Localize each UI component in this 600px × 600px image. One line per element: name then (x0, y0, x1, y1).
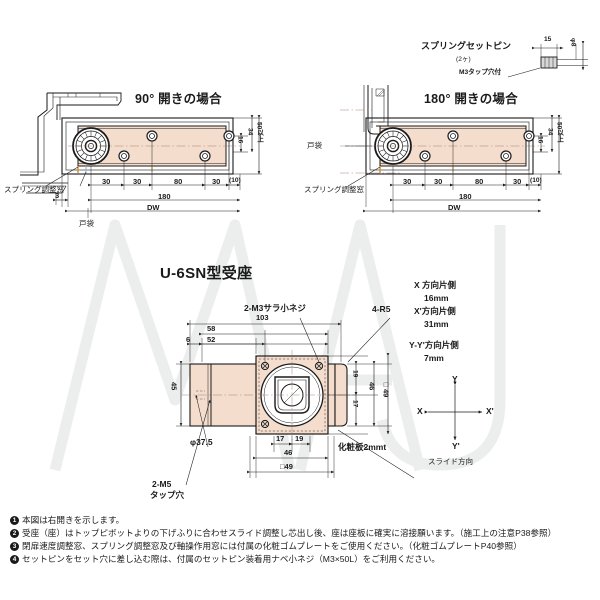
left-view-geometry (20, 92, 262, 218)
receiver-bdim-46: 46 (284, 448, 293, 457)
dir-line-1-label: X 方向片側 (414, 280, 457, 290)
note-text: 閉扉速度調整窓、スプリング調整窓及び軸操作用窓には付属の化粧ゴムプレートをご使用… (22, 541, 522, 552)
pin-tap-note: M3タップ穴付 (459, 69, 502, 76)
right-dw-label: DW (448, 203, 461, 212)
note-bullet-icon: 3 (10, 541, 19, 551)
receiver-title: U-6SN型受座 (160, 265, 253, 282)
left-vdim-16: 16 (236, 136, 244, 144)
right-vdim-16: 16 (536, 136, 544, 144)
left-dim-4: 30 (212, 177, 221, 186)
axis-xprime-label: X' (486, 406, 494, 416)
left-dim-3: 80 (174, 177, 183, 186)
note-text: セットピンをセット穴に差し込む際は、付属のセットピン装着用ナベ小ネジ（M3×50… (22, 554, 441, 565)
dir-line-3-value: 7mm (424, 353, 444, 363)
left-spring-window-label: スプリング調整窓 (4, 185, 64, 194)
dir-line-1-value: 16mm (424, 293, 449, 303)
left-vdim-50: 50以上 (255, 122, 263, 143)
axis-yprime-label: Y' (452, 441, 460, 451)
pin-length-dim: 15 (544, 36, 552, 43)
left-dim-5: (10) (229, 177, 241, 184)
left-view-title: 90° 開きの場合 (135, 92, 222, 106)
receiver-bore-callout: φ37.5 (190, 437, 213, 447)
right-overall-dim: 180 (459, 192, 472, 201)
receiver-bdim-49: □49 (280, 462, 293, 471)
receiver-rdim-17: 17 (351, 400, 359, 408)
left-mount-holes (118, 130, 235, 162)
receiver-dim-103: 103 (256, 313, 269, 322)
right-mount-holes (419, 130, 535, 162)
left-dw-label: DW (147, 203, 160, 212)
receiver-rdim-46: 46 (367, 382, 377, 391)
slide-direction-caption: スライド方向 (428, 457, 473, 466)
receiver-dim-58: 58 (207, 324, 216, 333)
axis-y-label: Y (452, 374, 458, 384)
note-text: 受座（座）はトップピボットよりの下げふりに合わせスライド調整し芯出し後、座は座板… (22, 528, 557, 539)
left-gap-dim: 3 (55, 191, 60, 200)
receiver-bdim-19: 19 (295, 434, 304, 443)
pin-detail-geometry (507, 41, 588, 78)
receiver-bdim-17: 17 (276, 434, 285, 443)
note-bullet-icon: 1 (10, 515, 19, 525)
axis-x-label: X (417, 406, 423, 416)
right-pocket-label: 戸袋 (307, 141, 322, 150)
receiver-tap-callout-sub: タップ穴 (150, 490, 185, 500)
left-overall-dim: 180 (158, 192, 171, 201)
left-dim-2: 30 (133, 177, 142, 186)
note-text: 本図は右開きを示します。 (22, 515, 125, 525)
right-dim-2: 30 (434, 177, 443, 186)
dir-line-2-label: X'方向片側 (414, 306, 456, 316)
receiver-plate-callout: 化粧板2mmt (338, 442, 387, 452)
left-pocket-label: 戸袋 (79, 219, 94, 228)
right-dim-1: 30 (403, 177, 412, 186)
right-vdim-50: 50以上 (555, 122, 563, 143)
pin-diameter-dim: φ8 (569, 38, 577, 47)
pin-detail-title: スプリングセットピン (421, 41, 512, 51)
receiver-tap-callout: 2-M5 (152, 479, 172, 489)
dir-line-3-label: Y-Y'方向片側 (409, 340, 459, 350)
note-bullet-icon: 2 (10, 528, 19, 538)
left-vdim-34: 34 (246, 128, 254, 136)
right-dim-5: (10) (530, 177, 542, 184)
right-spring-window-label: スプリング調整窓 (304, 185, 364, 194)
note-bullet-icon: 4 (10, 554, 19, 564)
receiver-radius-callout: 4-R5 (372, 304, 391, 314)
right-view-title: 180° 開きの場合 (424, 92, 518, 106)
receiver-screw-callout: 2-M3サラ小ネジ (244, 303, 306, 313)
receiver-dim-52: 52 (207, 335, 216, 344)
receiver-dim-45: 45 (169, 382, 179, 391)
pin-detail-qty: (2ヶ) (456, 56, 471, 63)
receiver-rdim-19: 19 (351, 370, 359, 378)
right-dim-4: 30 (513, 177, 522, 186)
receiver-dim-6: 6 (186, 335, 191, 344)
direction-axes (424, 381, 483, 441)
dir-line-2-value: 31mm (424, 319, 449, 329)
right-dim-3: 80 (475, 177, 484, 186)
right-vdim-34: 34 (546, 128, 554, 136)
receiver-rdim-49: □49 (381, 380, 391, 398)
right-view-geometry (340, 85, 562, 213)
left-dim-1: 30 (102, 177, 111, 186)
